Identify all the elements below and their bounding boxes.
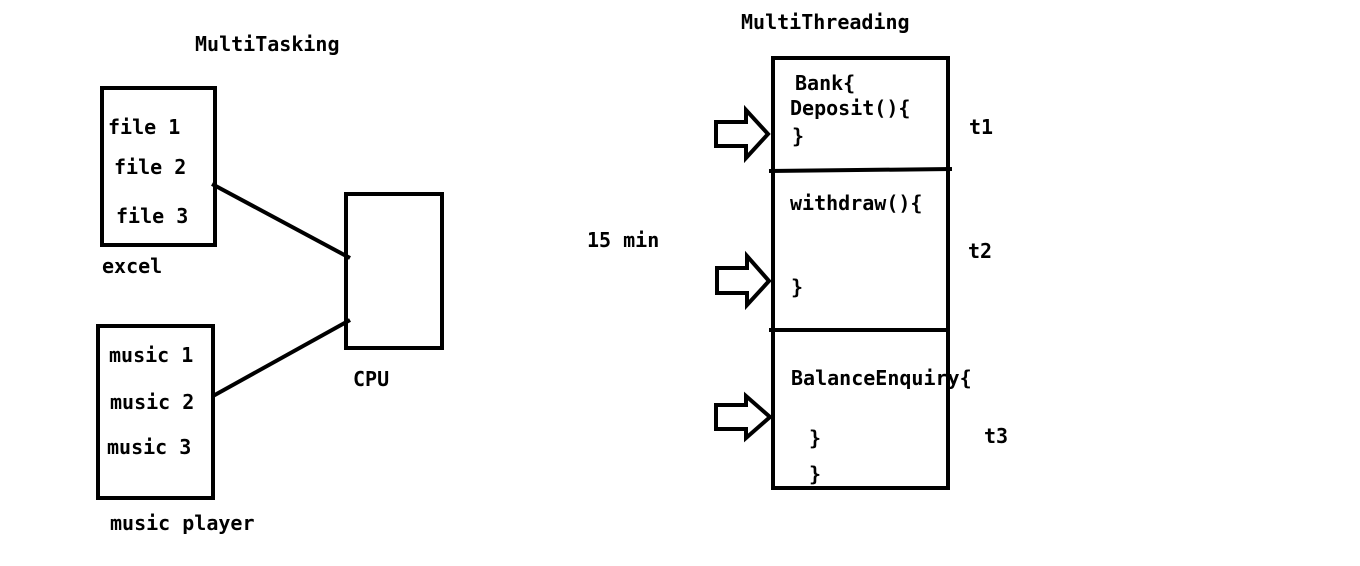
thread-divider-1: [768, 167, 953, 173]
excel-label: excel: [102, 254, 163, 278]
thread-arrow-2: [715, 250, 772, 311]
thread-arrow-3: [714, 391, 774, 443]
multithreading-title: MultiThreading: [741, 10, 910, 34]
music-track-item: music 1: [109, 343, 194, 367]
withdraw-method-close: }: [791, 275, 804, 299]
music-to-cpu-connector: [212, 318, 351, 398]
bank-class-close: }: [809, 462, 822, 486]
thread-label-t3: t3: [984, 424, 1009, 448]
thread-label-t1: t1: [969, 115, 994, 139]
excel-box: [100, 86, 217, 247]
withdraw-method-open: withdraw(){: [790, 191, 923, 215]
bank-class-open: Bank{: [795, 71, 856, 95]
deposit-method-close: }: [792, 124, 805, 148]
balance-enquiry-close: }: [809, 426, 822, 450]
cpu-label: CPU: [353, 367, 390, 391]
balance-enquiry-open: BalanceEnquiry{: [791, 366, 972, 390]
excel-to-cpu-connector: [211, 182, 351, 260]
time-note: 15 min: [587, 228, 660, 252]
music-player-label: music player: [110, 511, 255, 535]
music-player-box: [96, 324, 215, 500]
thread-arrow-1: [714, 104, 771, 164]
excel-file-item: file 1: [108, 115, 181, 139]
thread-label-t2: t2: [968, 239, 993, 263]
bank-class-box: [771, 56, 950, 490]
cpu-box: [344, 192, 444, 350]
excel-file-item: file 3: [116, 204, 189, 228]
excel-file-item: file 2: [114, 155, 187, 179]
music-track-item: music 2: [110, 390, 195, 414]
deposit-method-open: Deposit(){: [790, 96, 911, 120]
music-track-item: music 3: [107, 435, 192, 459]
multitasking-title: MultiTasking: [195, 32, 340, 56]
